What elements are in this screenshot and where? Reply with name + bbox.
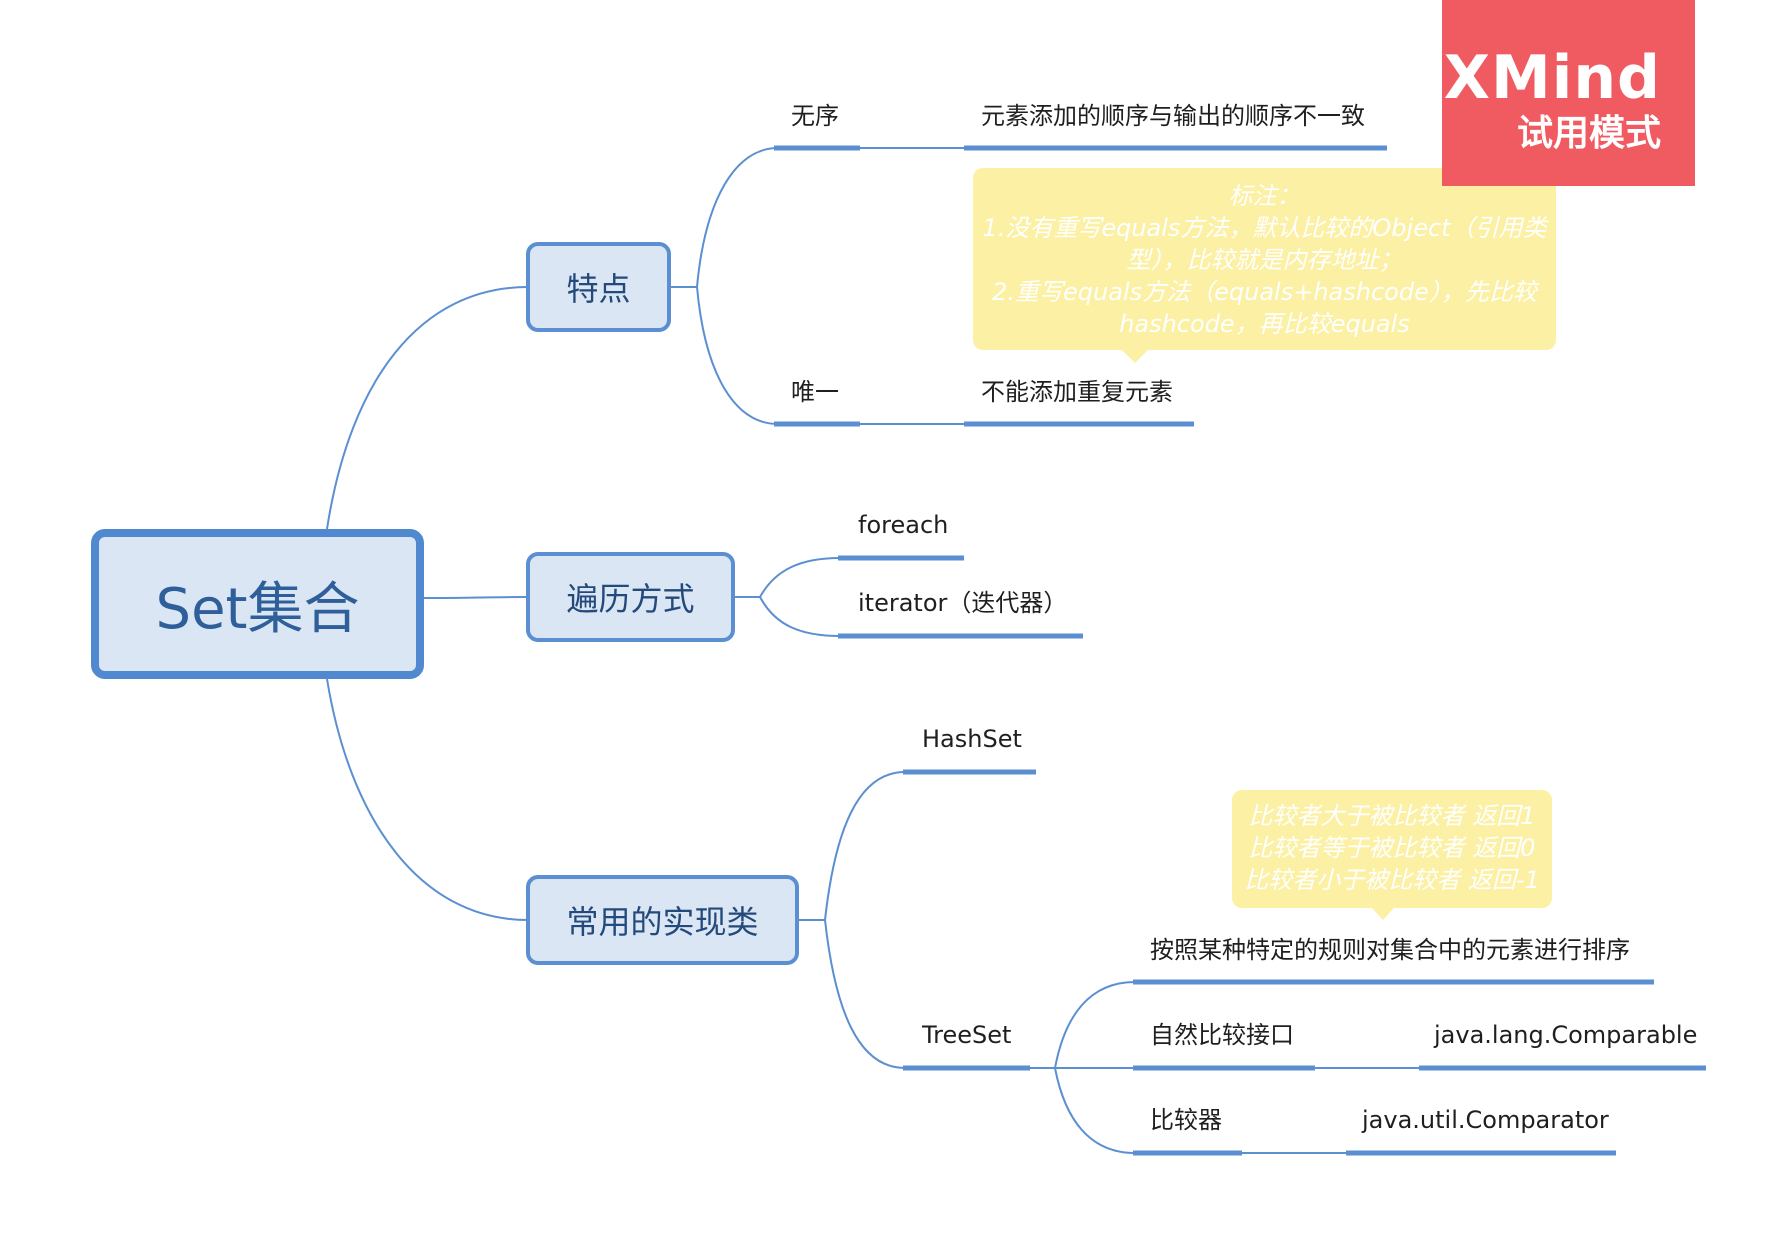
edge-features-unordered [696,147,779,288]
note-compare-result[interactable]: 比较者大于被比较者 返回1 比较者等于被比较者 返回0 比较者小于被比较者 返回… [1232,790,1552,920]
topic-implementations-label: 常用的实现类 [566,903,759,941]
note-uniqueness-line: 标注： [1228,182,1301,210]
edge-root-features [326,286,529,530]
subtopic-iterator[interactable]: iterator（迭代器） [858,589,1068,617]
subtopic-unordered[interactable]: 无序 [791,102,839,130]
subtopic-treeset[interactable]: TreeSet [922,1021,1012,1049]
subtopic-hashset[interactable]: HashSet [922,725,1022,753]
subtopic-sort-rule[interactable]: 按照某种特定的规则对集合中的元素进行排序 [1150,936,1630,964]
subtopic-natural-interface[interactable]: 自然比较接口 [1150,1021,1294,1049]
subtopic-comparator-value[interactable]: java.util.Comparator [1362,1106,1609,1134]
topic-features-label: 特点 [566,270,631,308]
xmind-logo: XMind [1443,43,1661,113]
trial-mode-label: 试用模式 [1516,113,1661,154]
edge-treeset-sort [1054,981,1136,1069]
subtopic-comparable[interactable]: java.lang.Comparable [1434,1021,1698,1049]
topic-traversal-label: 遍历方式 [566,580,695,618]
note-uniqueness-line: 2.重写equals方法（equals+hashcode），先比较 [992,278,1537,306]
edge-features-unique [696,286,779,425]
note-compare-result-line: 比较者大于被比较者 返回1 [1248,802,1536,830]
edge-impls-treeset [824,919,906,1069]
note-uniqueness[interactable]: 标注： 1.没有重写equals方法，默认比较的Object（引用类 型），比较… [973,168,1556,363]
subtopic-comparator-label[interactable]: 比较器 [1150,1106,1222,1134]
note-uniqueness-line: 型），比较就是内存地址； [1126,246,1403,274]
topic-implementations[interactable]: 常用的实现类 [526,875,799,965]
subtopic-unique[interactable]: 唯一 [791,378,839,406]
note-uniqueness-line: hashcode，再比较equals [1119,310,1410,338]
xmind-trial-badge: XMind 试用模式 [1442,0,1695,186]
subtopic-foreach[interactable]: foreach [858,511,949,539]
edge-traversal-foreach [759,557,841,598]
note-compare-result-line: 比较者小于被比较者 返回-1 [1244,866,1540,894]
note-compare-result-line: 比较者等于被比较者 返回0 [1248,834,1536,862]
topic-traversal[interactable]: 遍历方式 [526,552,735,642]
topic-features[interactable]: 特点 [526,242,671,332]
subtopic-unique-detail[interactable]: 不能添加重复元素 [981,378,1173,406]
edge-treeset-comparator [1054,1067,1136,1154]
edge-root-impls [326,678,529,921]
central-topic-set[interactable]: Set集合 [91,529,424,679]
subtopic-unordered-detail[interactable]: 元素添加的顺序与输出的顺序不一致 [981,102,1365,130]
central-topic-label: Set集合 [155,576,360,642]
edge-traversal-iterator [759,596,841,637]
edge-root-traversal [423,596,529,599]
edge-impls-hashset [824,771,906,921]
note-uniqueness-line: 1.没有重写equals方法，默认比较的Object（引用类 [982,214,1547,242]
